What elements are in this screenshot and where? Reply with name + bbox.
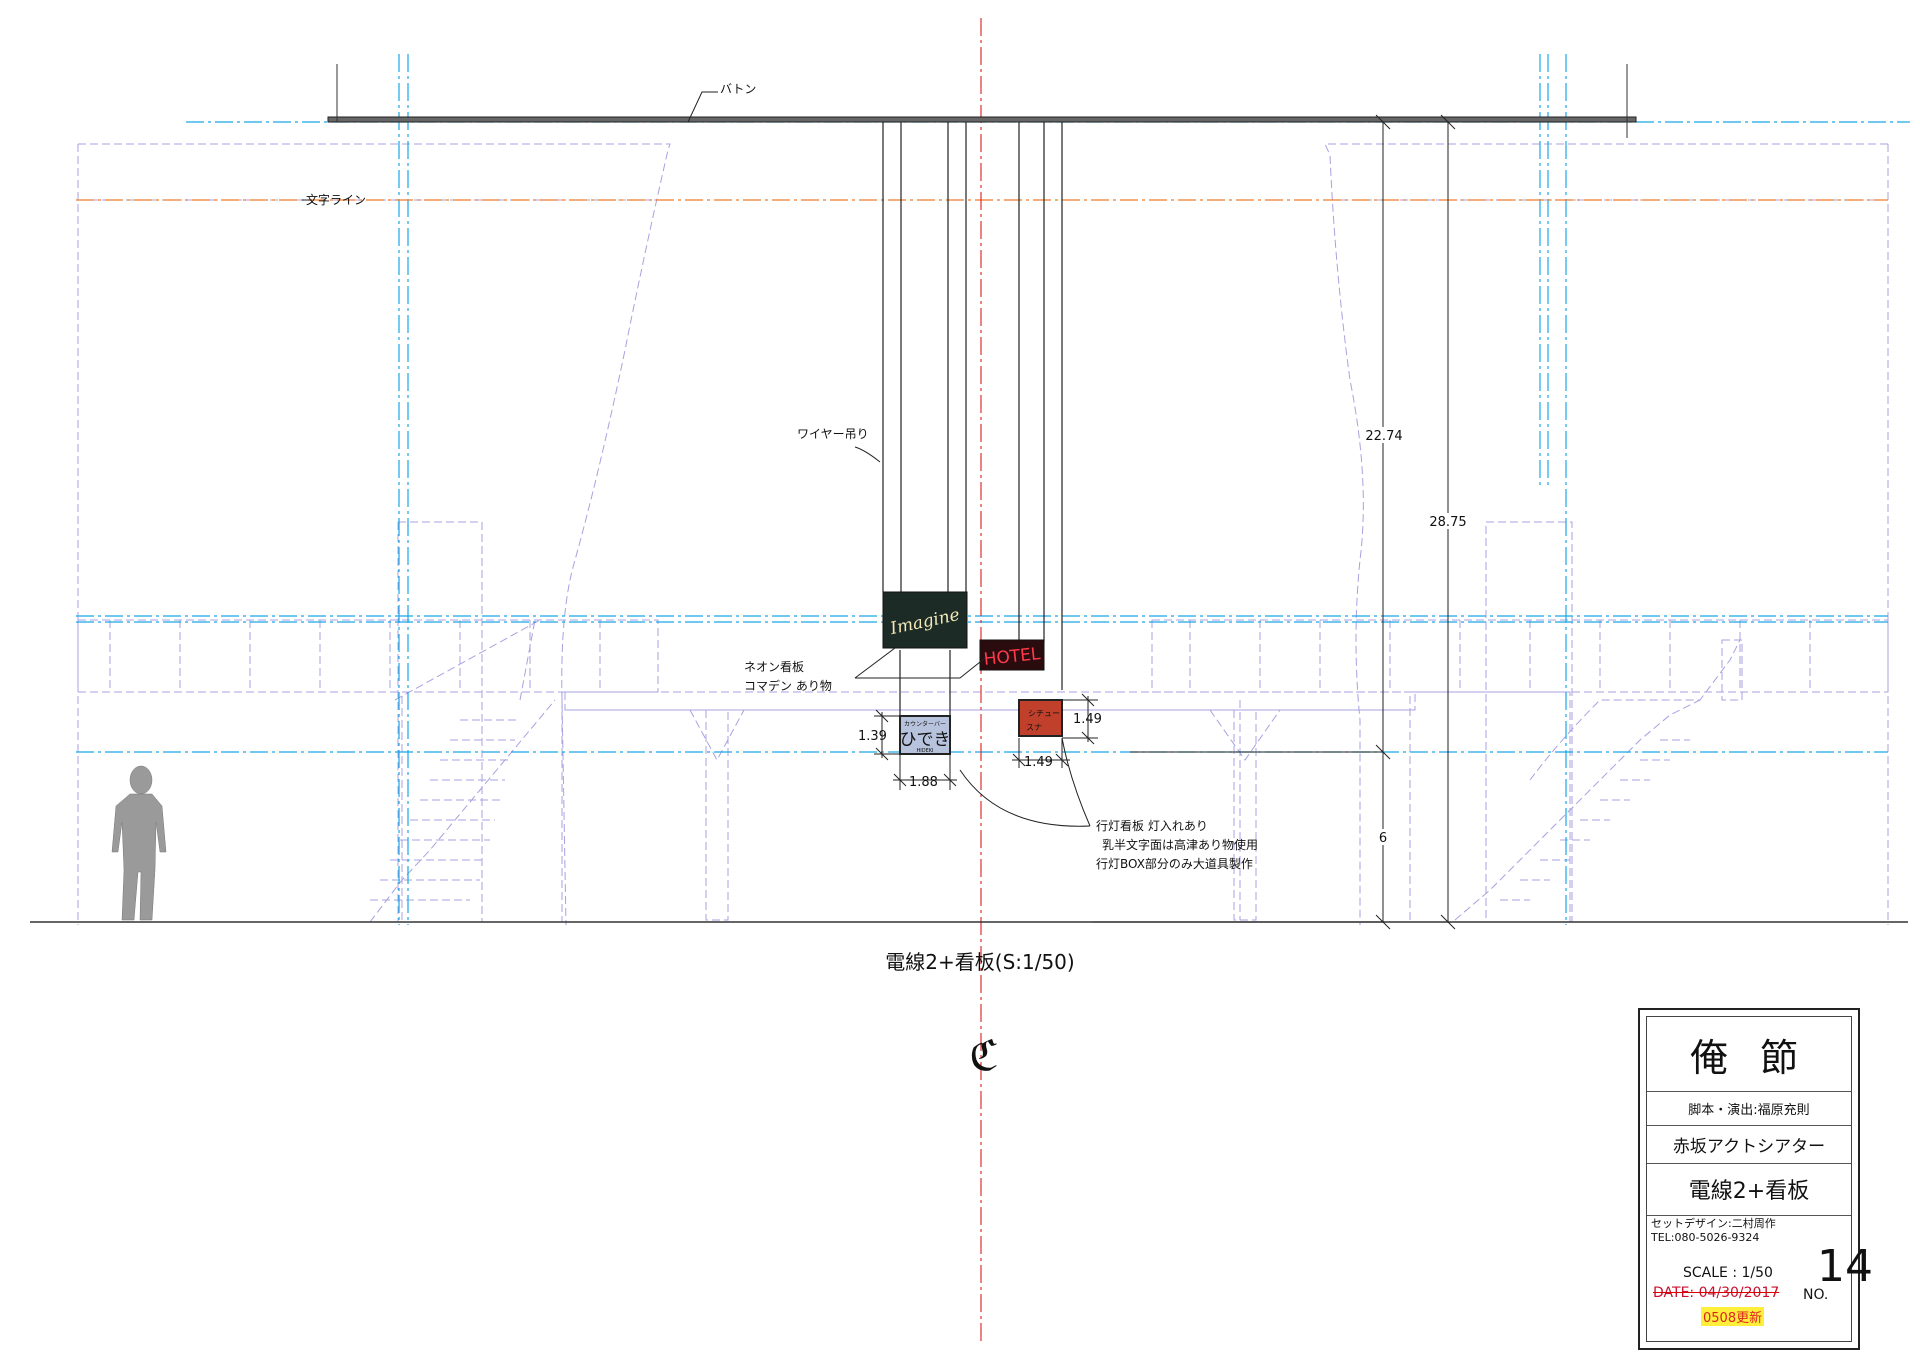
dim-28-75: 28.75 — [1429, 515, 1466, 530]
drawing-name: 電線2+看板 — [1647, 1163, 1851, 1216]
dimension-lines — [874, 114, 1456, 930]
hideki-main-text: ひでき — [900, 730, 951, 750]
theater-name: 赤坂アクトシアター — [1647, 1125, 1851, 1164]
update-note: 0508更新 — [1701, 1307, 1765, 1326]
imagine-neon-sign: Imagine — [882, 591, 968, 649]
hideki-bottom-text: HIDEKI — [917, 748, 934, 754]
title-block-frame: 俺 節 脚本・演出:福原充則 赤坂アクトシアター 電線2+看板 セットデザイン:… — [1646, 1016, 1873, 1342]
lightbox-label-3: 行灯BOX部分のみ大道具製作 — [1096, 856, 1253, 871]
baton-label: バトン — [720, 82, 756, 96]
hideki-top-text: カウンターバー — [904, 720, 946, 728]
dim-1-49-vertical: 1.49 — [1073, 712, 1102, 727]
date-line: DATE: 04/30/2017 — [1653, 1285, 1780, 1301]
credit-line: 脚本・演出:福原充則 — [1647, 1091, 1851, 1126]
lightbox-label-1: 行灯看板 灯入れあり — [1096, 819, 1208, 833]
designer-line: セットデザイン:二村周作 — [1651, 1217, 1776, 1230]
dim-1-49-horizontal: 1.49 — [1024, 755, 1053, 770]
production-title: 俺 節 — [1647, 1017, 1851, 1092]
red-lightbox-sign: シチュー スナ — [1018, 699, 1063, 737]
drawing-caption: 電線2+看板(S:1/50) — [885, 950, 1074, 974]
dim-22-74: 22.74 — [1365, 429, 1402, 444]
human-scale-figure — [111, 765, 167, 921]
baton-bar — [327, 64, 1637, 138]
hideki-lightbox-sign: カウンターバー ひでき HIDEKI — [899, 715, 951, 755]
red-box-text-2: スナ — [1026, 723, 1042, 732]
annotation-labels: バトン 文字ライン ワイヤー吊り ネオン看板 コマデン あり物 行灯看板 灯入れ… — [306, 82, 1258, 871]
lightbox-label-2: 乳半文字面は高津あり物使用 — [1102, 837, 1258, 852]
hotel-neon-sign: HOTEL — [979, 639, 1045, 671]
dimension-labels: 22.74 28.75 6 1.39 1.88 1.49 1.49 — [858, 427, 1470, 846]
title-block-details: セットデザイン:二村周作 TEL:080-5026-9324 SCALE : 1… — [1647, 1215, 1873, 1341]
no-label: NO. — [1803, 1287, 1829, 1303]
set-background-outline — [77, 143, 1889, 926]
tel-line: TEL:080-5026-9324 — [1651, 1231, 1760, 1244]
neon-label-1: ネオン看板 — [744, 660, 804, 674]
centerline-symbol: ℭ — [969, 1031, 999, 1080]
sheet-number: 14 — [1817, 1241, 1873, 1292]
dim-1-39: 1.39 — [858, 729, 887, 744]
hanging-wires — [882, 122, 1063, 716]
leader-lines — [302, 91, 1091, 827]
red-box-text-1: シチュー — [1028, 709, 1060, 718]
scale-line: SCALE : 1/50 — [1683, 1265, 1773, 1281]
letter-line-label: 文字ライン — [306, 192, 366, 207]
reference-lines — [76, 54, 1910, 925]
dim-6: 6 — [1379, 831, 1387, 846]
wire-label: ワイヤー吊り — [797, 427, 869, 441]
title-block: 俺 節 脚本・演出:福原充則 赤坂アクトシアター 電線2+看板 セットデザイン:… — [1638, 1008, 1873, 1350]
neon-label-2: コマデン あり物 — [744, 678, 832, 693]
dim-1-88: 1.88 — [909, 775, 938, 790]
